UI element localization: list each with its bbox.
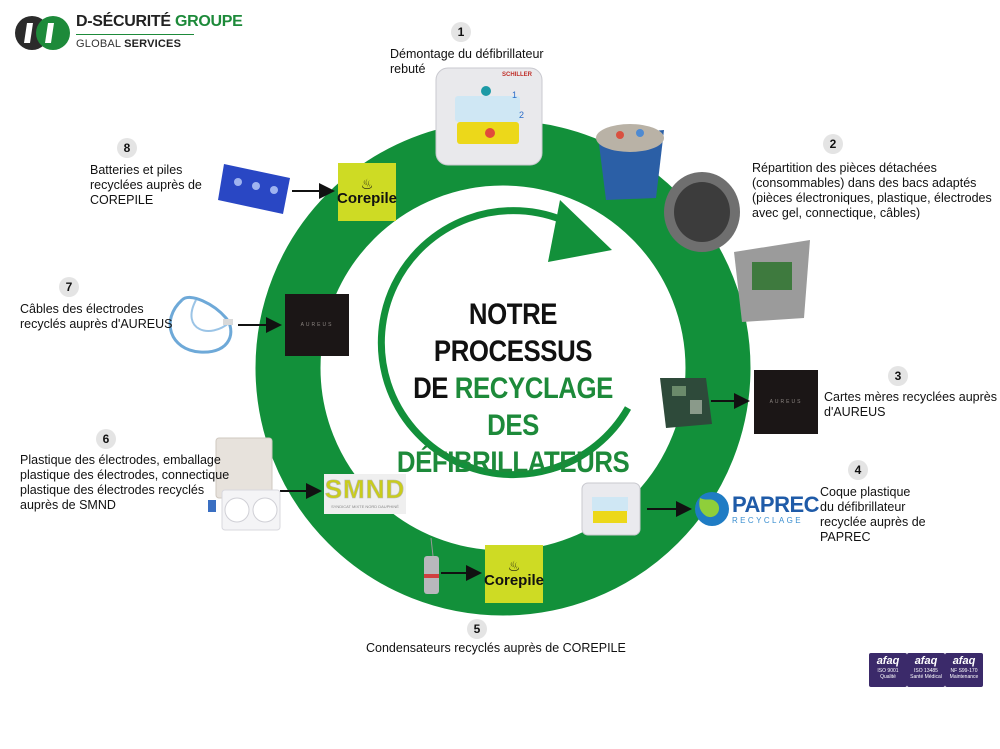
afaq-mark: afaq [914, 655, 938, 667]
cert-norm: ISO 9001 [877, 668, 899, 674]
corepile-mark-icon: ♨ [507, 557, 521, 574]
step-number-1: 1 [451, 22, 471, 42]
brand-subtitle: GLOBAL SERVICES [76, 38, 181, 50]
step-5-line: Condensateurs recyclés auprès de COREPIL… [366, 641, 626, 655]
step-4-line: du défibrillateur [820, 500, 906, 514]
step-2-line: Répartition des pièces détachées [752, 161, 937, 175]
brand-name: D-SÉCURITÉ GROUPE [76, 13, 243, 31]
cert-norm: ISO 13485 [914, 668, 938, 674]
corepile-label: Corepile [484, 571, 545, 589]
smnd-logo: SMND SYNDICAT MIXTE NORD DAUPHINÉ [324, 474, 406, 514]
step-3-line: Cartes mères recyclées auprès [824, 390, 997, 404]
cables-photo [168, 295, 233, 354]
afaq-mark: afaq [952, 655, 976, 667]
step-1-line: Démontage du défibrillateur [390, 47, 544, 61]
step-1-line: rebuté [390, 62, 426, 76]
afaq-nf-badge: afaq NF S99-170 Maintenance [945, 653, 983, 687]
step-label-7: Câbles des électrodes recyclés auprès d'… [20, 302, 172, 332]
cert-sub: Qualité [880, 674, 896, 680]
step-8-line: Batteries et piles [90, 163, 183, 177]
title-line1: NOTRE PROCESSUS [433, 298, 593, 368]
afaq-iso9001-badge: afaq ISO 9001 Qualité [869, 653, 907, 687]
title-line2-green: RECYCLAGE DES [454, 372, 614, 442]
svg-text:SCHILLER: SCHILLER [502, 72, 533, 78]
paprec-sublabel: RECYCLAGE [732, 516, 803, 525]
battery-photo [218, 164, 290, 214]
diagram-title: NOTRE PROCESSUS DE RECYCLAGE DES DÉFIBRI… [396, 296, 630, 481]
step-2-line: avec gel, connectique, câbles) [752, 206, 921, 220]
corepile-logo-top: ♨ Corepile [337, 163, 398, 221]
title-line2-black: DE [413, 372, 449, 405]
step-7-line: Câbles des électrodes [20, 302, 144, 316]
step-number-7: 7 [59, 277, 79, 297]
electrodes-photo [208, 437, 281, 531]
step-4-line: Coque plastique [820, 485, 911, 499]
step-label-8: Batteries et piles recyclées auprès de C… [90, 163, 202, 208]
afaq-iso13485-badge: afaq ISO 13485 Santé Médical [907, 653, 945, 687]
defibrillator-photo: SCHILLER 1 2 [435, 67, 543, 166]
aureus-logo-left: AUREUS [285, 294, 349, 356]
aureus-label: AUREUS [769, 399, 803, 405]
step-7-line: recyclés auprès d'AUREUS [20, 317, 173, 331]
motherboard-photo [660, 378, 712, 428]
cert-sub: Santé Médical [910, 674, 942, 680]
svg-text:2: 2 [519, 110, 524, 120]
paprec-logo: PAPREC RECYCLAGE [732, 492, 820, 526]
smnd-sublabel: SYNDICAT MIXTE NORD DAUPHINÉ [331, 504, 399, 509]
step-8-line: COREPILE [90, 193, 154, 207]
afaq-mark: afaq [876, 655, 900, 667]
corepile-label: Corepile [337, 189, 398, 207]
cert-sub: Maintenance [949, 674, 979, 680]
corepile-logo-bottom: ♨ Corepile [484, 545, 545, 603]
title-line3: DÉFIBRILLATEURS [396, 446, 630, 479]
cycle-arrow [377, 207, 632, 479]
defibrillator-small-photo [581, 482, 641, 536]
step-number-6: 6 [96, 429, 116, 449]
step-6-line: Plastique des électrodes, emballage [20, 453, 221, 467]
step-4-line: PAPREC [820, 530, 871, 544]
step-8-line: recyclées auprès de [90, 178, 202, 192]
corepile-mark-icon: ♨ [360, 175, 374, 192]
step-number-8: 8 [117, 138, 137, 158]
step-number-2: 2 [823, 134, 843, 154]
step-label-1: Démontage du défibrillateur rebuté [390, 47, 544, 77]
paprec-label: PAPREC [732, 492, 820, 517]
step-6-line: auprès de SMND [20, 498, 116, 512]
smnd-label: SMND [324, 474, 406, 505]
step-label-3: Cartes mères recyclées auprès d'AUREUS [824, 390, 997, 420]
parts-bins-photo [596, 124, 810, 322]
step-label-5: Condensateurs recyclés auprès de COREPIL… [366, 641, 626, 656]
aureus-label: AUREUS [300, 322, 334, 328]
capacitor-photo [424, 537, 439, 594]
aureus-logo-right: AUREUS [754, 370, 818, 434]
step-6-line: plastique des électrodes recyclés [20, 483, 205, 497]
step-2-line: (pièces électroniques, plastique, électr… [752, 191, 992, 205]
step-4-line: recyclée auprès de [820, 515, 926, 529]
svg-text:1: 1 [512, 90, 517, 100]
brand-logo-icon [15, 16, 70, 50]
brand-subtitle-part2: SERVICES [124, 38, 182, 50]
step-3-line: d'AUREUS [824, 405, 886, 419]
brand-divider [76, 34, 194, 35]
step-6-line: plastique des électrodes, connectique [20, 468, 230, 482]
paprec-globe-icon [695, 492, 729, 526]
step-number-5: 5 [467, 619, 487, 639]
step-label-6: Plastique des électrodes, emballage plas… [20, 453, 229, 513]
brand-subtitle-part1: GLOBAL [76, 38, 121, 50]
brand-name-part2: GROUPE [174, 13, 243, 30]
step-label-4: Coque plastique du défibrillateur recycl… [820, 485, 926, 545]
step-number-3: 3 [888, 366, 908, 386]
step-2-line: (consommables) dans des bacs adaptés [752, 176, 977, 190]
step-label-2: Répartition des pièces détachées (consom… [752, 161, 992, 221]
step-number-4: 4 [848, 460, 868, 480]
brand-name-part1: D-SÉCURITÉ [76, 13, 171, 30]
cycle-arrowhead [548, 200, 612, 262]
cert-norm: NF S99-170 [950, 668, 978, 674]
